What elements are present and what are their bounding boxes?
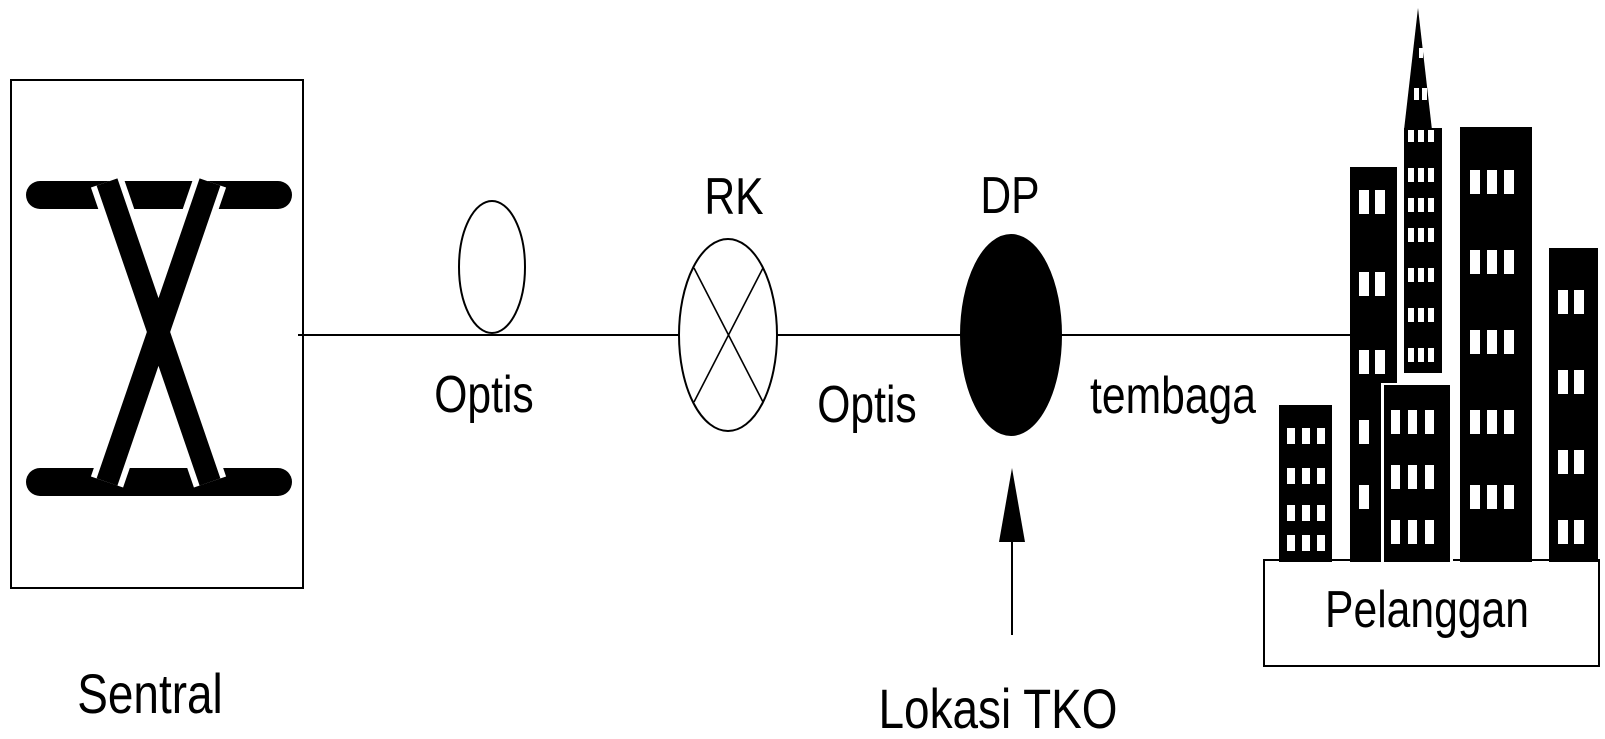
sentral-exchange-box — [10, 79, 304, 589]
pelanggan-base — [1263, 559, 1600, 667]
dp-label: DP — [980, 167, 1039, 225]
city-buildings-icon — [1263, 8, 1600, 667]
optis-label-1: Optis — [434, 366, 534, 424]
tko-arrow — [999, 468, 1025, 635]
rk-label: RK — [704, 168, 763, 226]
lokasi-tko-label: Lokasi TKO — [879, 678, 1118, 734]
distribution-point-icon — [960, 234, 1062, 436]
optis-label-2: Optis — [817, 376, 917, 434]
sentral-label: Sentral — [77, 663, 222, 725]
rk-cabinet-icon — [678, 238, 778, 432]
tembaga-label: tembaga — [1090, 367, 1256, 425]
exchange-switch-icon — [26, 176, 292, 496]
cable-joint-icon — [458, 200, 526, 334]
pelanggan-label: Pelanggan — [1325, 581, 1529, 639]
